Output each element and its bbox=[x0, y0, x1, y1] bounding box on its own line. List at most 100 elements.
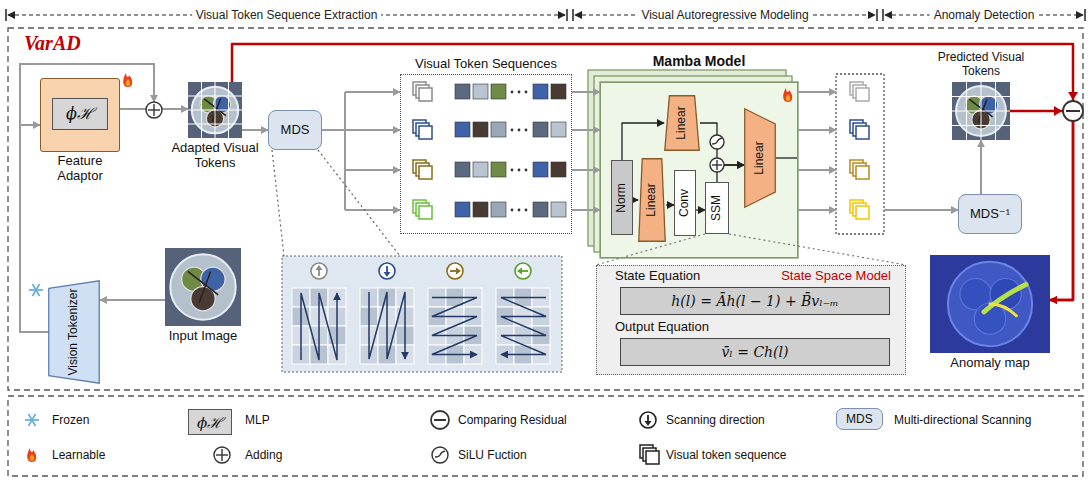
node-label: v̄ₗ = Ch(l) bbox=[721, 344, 788, 360]
connector bbox=[322, 129, 400, 131]
token-thumbnail bbox=[533, 202, 548, 217]
scan-icon-shaft bbox=[318, 269, 320, 276]
ellipsis-dot bbox=[518, 129, 521, 132]
token-thumbnail bbox=[533, 84, 548, 99]
node-label: Linear bbox=[645, 183, 659, 216]
scan-direction-icon bbox=[640, 412, 656, 428]
legend-sample-label: ϕℋ bbox=[188, 409, 232, 435]
scan-icon-shaft bbox=[521, 270, 528, 272]
token-thumbnail bbox=[455, 84, 470, 99]
stack-sheet bbox=[419, 166, 432, 179]
scan-panel bbox=[282, 256, 562, 372]
ellipsis-dot bbox=[511, 129, 514, 132]
connector bbox=[622, 123, 664, 160]
node-label: Feature Adaptor bbox=[45, 154, 115, 184]
add-symbol bbox=[214, 447, 230, 463]
snow-arm bbox=[29, 414, 36, 426]
bracket-bar bbox=[5, 9, 7, 21]
add-symbol bbox=[710, 158, 724, 172]
scan-grid bbox=[496, 288, 550, 364]
scan-icon-shaft bbox=[450, 270, 457, 272]
legend-text: Multi-directional Scanning bbox=[894, 413, 1031, 427]
add-circle bbox=[146, 102, 162, 118]
snow-arm bbox=[33, 284, 40, 296]
token-thumbnail bbox=[473, 162, 488, 177]
ellipsis-dot bbox=[511, 169, 514, 172]
flame-core bbox=[786, 94, 791, 101]
flame-core bbox=[30, 454, 35, 461]
stack-sheet bbox=[419, 206, 432, 219]
node-label: Norm bbox=[615, 183, 629, 212]
node-label: Visual Token Sequences bbox=[386, 57, 586, 72]
connector bbox=[696, 209, 705, 210]
zoom-line bbox=[272, 150, 284, 256]
ellipsis-dot bbox=[511, 91, 514, 94]
bracket-bar bbox=[1084, 9, 1086, 21]
scan-icon-shaft bbox=[647, 415, 649, 422]
scan-icon-circle bbox=[515, 263, 531, 279]
scan-grid bbox=[360, 288, 414, 364]
snow-arm bbox=[33, 284, 40, 296]
figure-title: VarAD bbox=[24, 32, 81, 55]
bracket-bar bbox=[572, 9, 574, 21]
token-thumbnail bbox=[491, 84, 506, 99]
learnable-icon bbox=[123, 73, 132, 87]
silu-circle bbox=[710, 135, 724, 149]
connector bbox=[666, 204, 674, 205]
scan-icon-circle bbox=[447, 263, 463, 279]
block-shape bbox=[639, 159, 666, 242]
legend-text: Comparing Residual bbox=[458, 413, 567, 427]
add-symbol bbox=[146, 102, 162, 118]
node-label: Linear bbox=[753, 141, 767, 174]
picture-ground bbox=[930, 255, 1050, 353]
legend-label: Frozen bbox=[52, 413, 89, 427]
token-thumbnail bbox=[551, 122, 566, 137]
flame bbox=[783, 88, 792, 102]
scan-direction-icon bbox=[515, 263, 531, 279]
legend-text: MLP bbox=[245, 413, 270, 427]
node-label: State Equation bbox=[615, 269, 700, 284]
output-arrow bbox=[798, 129, 836, 131]
output-arrow bbox=[798, 91, 836, 93]
scan-icon-head bbox=[645, 421, 652, 426]
token-thumbnail bbox=[551, 84, 566, 99]
snow-arm bbox=[29, 414, 36, 426]
token-thumbnail bbox=[491, 202, 506, 217]
token-thumbnail bbox=[473, 202, 488, 217]
add-stroke bbox=[716, 160, 717, 170]
node-label: Output Equation bbox=[615, 320, 709, 335]
token-thumbnail bbox=[473, 84, 488, 99]
zoom-line bbox=[318, 150, 400, 256]
scan-icon-head bbox=[384, 272, 391, 277]
node-label: h(l) = Āh(l − 1) + B̄vₗ₋ₘ bbox=[671, 293, 838, 309]
branch-arrow bbox=[572, 209, 600, 211]
learnable-icon bbox=[27, 448, 36, 462]
anomaly-streak bbox=[990, 304, 1016, 316]
sequence-stack-icon bbox=[850, 200, 869, 219]
ellipsis-dot bbox=[518, 91, 521, 94]
wire bbox=[776, 157, 798, 158]
token-grid-line bbox=[952, 125, 1010, 126]
connector bbox=[242, 129, 268, 131]
picture-ground bbox=[165, 248, 241, 326]
token-thumbnail bbox=[455, 162, 470, 177]
inverse-arrow bbox=[884, 209, 958, 211]
block-shape bbox=[745, 109, 776, 208]
frozen-icon bbox=[25, 414, 39, 426]
legend-text: Adding bbox=[245, 448, 282, 462]
residual-arrow-head bbox=[1054, 106, 1062, 116]
layer-block: Conv bbox=[674, 170, 696, 236]
sequence-stack-icon bbox=[850, 160, 869, 179]
ellipsis-dot bbox=[518, 169, 521, 172]
residual-stroke bbox=[1066, 110, 1080, 112]
picture-plate bbox=[170, 254, 235, 319]
legend-text: Learnable bbox=[52, 448, 105, 462]
token-thumbnail bbox=[551, 162, 566, 177]
equation-box: h(l) = Āh(l − 1) + B̄vₗ₋ₘ bbox=[620, 287, 890, 315]
sequence-stack-icon bbox=[850, 120, 869, 139]
ellipsis-dot bbox=[525, 91, 528, 94]
